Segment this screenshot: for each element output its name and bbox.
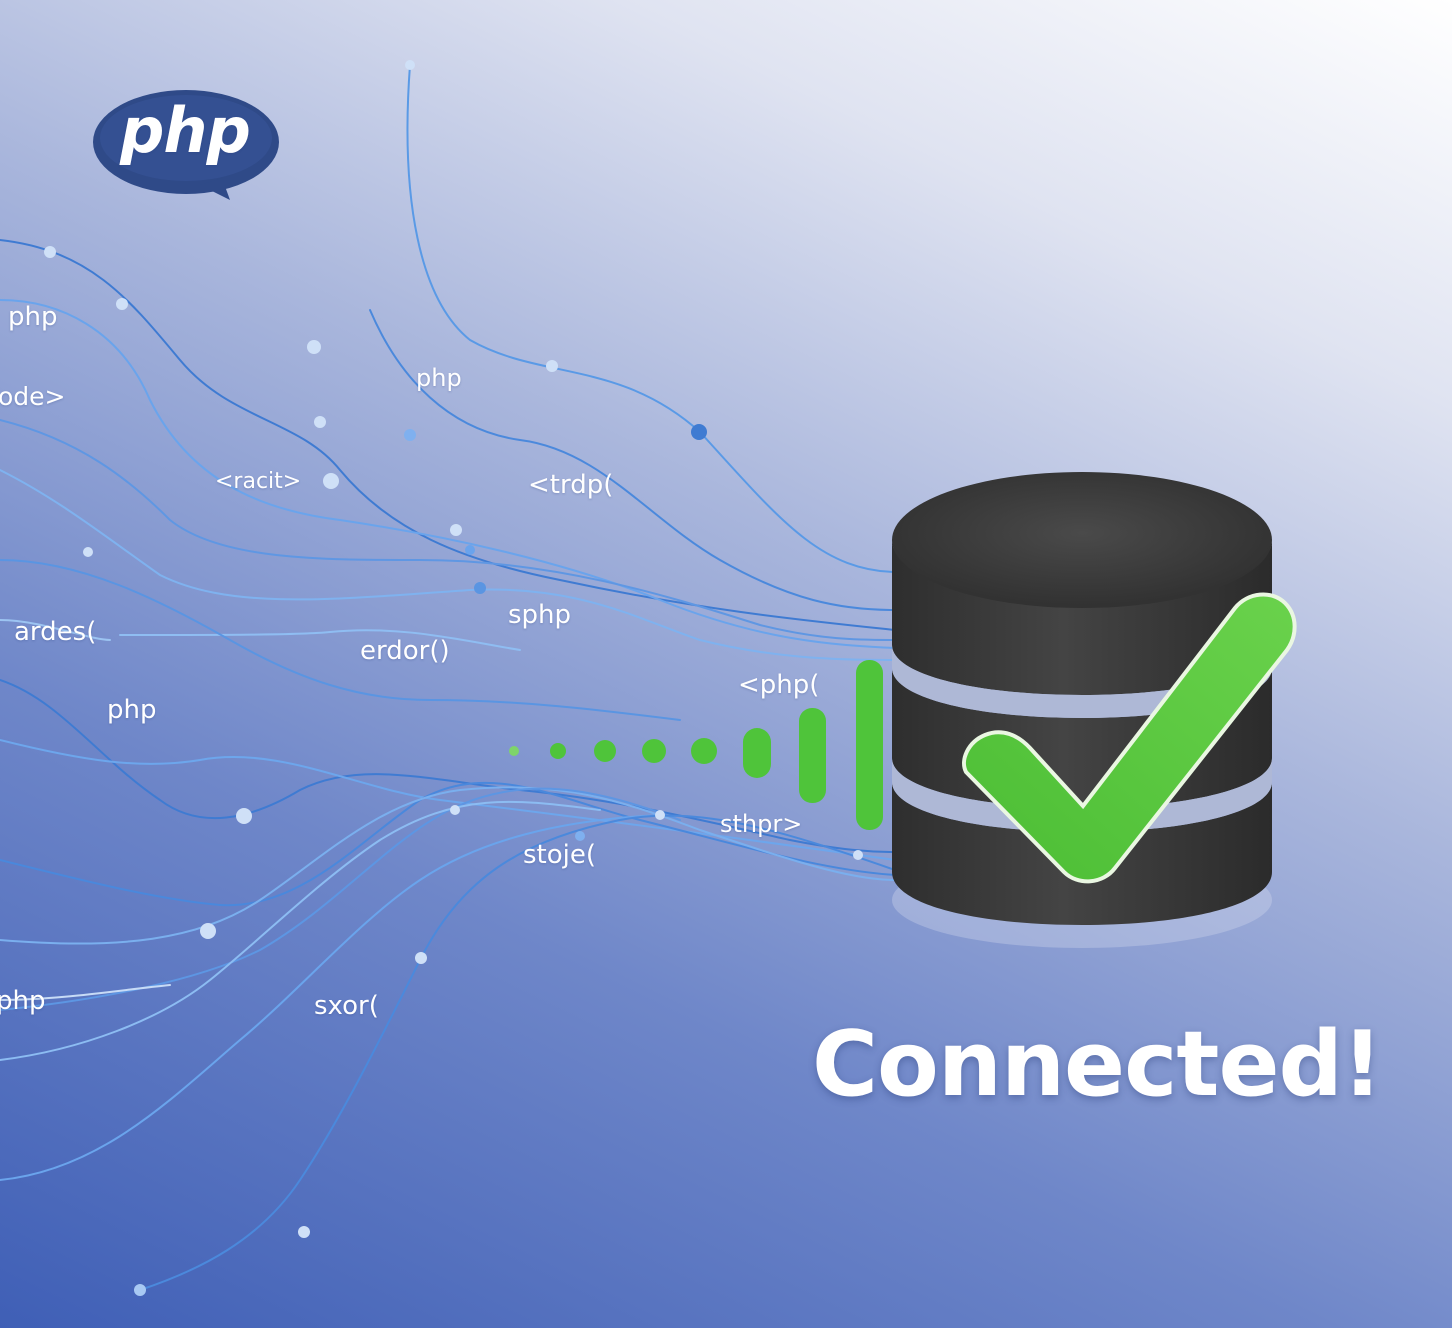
code-label: php	[8, 302, 58, 332]
connected-status-text: Connected!	[812, 1012, 1383, 1117]
code-label: <racit>	[215, 469, 302, 494]
code-label: php	[107, 695, 157, 725]
code-label: sphp	[508, 600, 572, 630]
code-label: sxor(	[314, 991, 379, 1021]
code-label: ardes(	[14, 617, 97, 647]
signal-indicator	[509, 660, 883, 830]
code-label: sthpr>	[720, 810, 803, 838]
code-label: <php(	[738, 670, 820, 700]
code-label: ode>	[0, 382, 66, 411]
php-logo-text: php	[120, 94, 251, 167]
checkmark-icon	[962, 592, 1297, 884]
code-label: <trdp(	[528, 470, 614, 500]
code-label: erdor()	[360, 636, 450, 666]
php-logo-icon	[93, 90, 279, 200]
code-label: php	[416, 364, 462, 392]
code-label: php	[0, 986, 46, 1016]
code-label: stoje(	[523, 840, 597, 870]
